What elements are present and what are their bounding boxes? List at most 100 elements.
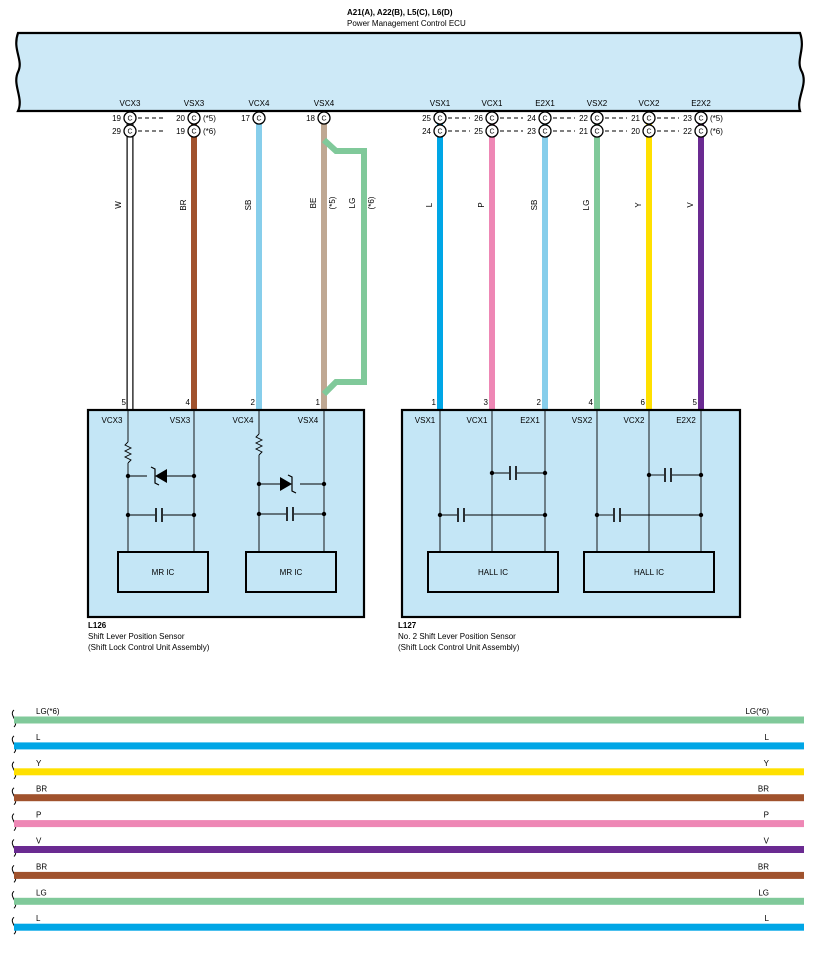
terminal-letter: C	[698, 116, 703, 123]
legend-bar-label-left: BR	[36, 862, 47, 871]
ecu-pin-number: 29	[112, 127, 121, 136]
terminal-vcx1-a	[485, 111, 499, 125]
sensor-l127-circuit-2	[596, 411, 702, 552]
ecu-pin-label-vsx4: VSX4	[314, 99, 335, 108]
terminal-vcx2-b	[642, 124, 656, 138]
legend-bar-label-right: LG	[758, 888, 769, 897]
legend-bar	[14, 871, 804, 879]
terminal-letter: C	[594, 116, 599, 123]
legend-bar-label-right: BR	[758, 862, 769, 871]
legend-bar	[14, 846, 804, 853]
zener-diode-icon	[280, 477, 292, 491]
terminal-vcx3-a	[123, 111, 137, 125]
ecu-pin-label-vsx1: VSX1	[430, 99, 451, 108]
ecu-pin-label-e2x1: E2X1	[535, 99, 555, 108]
terminal-e2x1-b	[538, 124, 552, 138]
wire-code-vcx4: SB	[244, 200, 253, 211]
wire-code-e2x1: SB	[530, 200, 539, 211]
terminal-letter: C	[698, 129, 703, 136]
sensor-pin-label: E2X2	[676, 416, 696, 425]
ecu-pin-label-vcx3: VCX3	[120, 99, 141, 108]
zener-diode-icon	[150, 466, 160, 486]
ecu-pin-label-vcx4: VCX4	[249, 99, 270, 108]
sensor-l126: 5 4 2 1 VCX3 VSX3 VCX4 VSX4	[86, 398, 366, 652]
sensor-pin-number: 5	[693, 398, 698, 407]
terminal-letter: C	[542, 129, 547, 136]
sensor-pin-label: E2X1	[520, 416, 540, 425]
ic-box	[427, 551, 559, 593]
wire-code-e2x2: V	[686, 202, 695, 208]
sensor-pin-number: 5	[122, 398, 127, 407]
sensor-pin-number: 1	[316, 398, 321, 407]
wire-codes: W BR SB BE (*5) LG (*6) L P SB LG Y V	[114, 196, 695, 210]
legend-bar-label-right: LG(*6)	[745, 707, 769, 716]
terminal-letter: C	[191, 129, 196, 136]
terminal-letter: C	[489, 116, 494, 123]
terminal-letter: C	[437, 116, 442, 123]
sensor-l126-circuit-2	[254, 411, 325, 552]
terminal-letter: C	[646, 116, 651, 123]
terminal-vcx2-a	[642, 111, 656, 125]
sensor-pin-number: 4	[589, 398, 594, 407]
ecu-pin-number: 23	[527, 127, 536, 136]
ecu-pin-number: 19	[112, 114, 121, 123]
terminal-e2x2-a	[694, 111, 708, 125]
terminal-letter: C	[256, 116, 261, 123]
ecu-note-plus5: (*5)	[203, 114, 216, 123]
terminal-vcx1-b	[485, 124, 499, 138]
legend-bar-label-left: LG	[36, 888, 47, 897]
ecu-pin-label-vsx2: VSX2	[587, 99, 608, 108]
sensor-pin-label: VSX3	[170, 416, 191, 425]
terminal-vsx2-a	[590, 111, 604, 125]
wire-vsx4-lg	[321, 137, 367, 397]
sensor-pin-number: 3	[484, 398, 489, 407]
terminal-e2x1-a	[538, 111, 552, 125]
wire-code-vsx3: BR	[179, 199, 188, 210]
sensor-pin-label: VCX3	[102, 416, 123, 425]
sensor-pin-label: VCX2	[624, 416, 645, 425]
ecu-pin-number: 25	[474, 127, 483, 136]
wire-code-vsx4-be: BE	[309, 198, 318, 209]
ic-label: HALL IC	[634, 568, 664, 577]
terminal-vsx4	[317, 111, 331, 125]
sensor-pin-number: 6	[641, 398, 646, 407]
terminal-letter: C	[321, 116, 326, 123]
legend-bar	[14, 716, 804, 724]
terminal-vsx1-b	[433, 124, 447, 138]
ecu-note-plus6: (*6)	[203, 127, 216, 136]
wire-code-vcx3: W	[114, 201, 123, 209]
wire-note-vsx4-be: (*5)	[328, 196, 337, 209]
legend-bar	[14, 742, 804, 750]
wire-code-vsx1: L	[425, 202, 434, 207]
legend-bar-row: LG LG	[11, 888, 804, 909]
wire-code-vsx2: LG	[582, 200, 591, 211]
terminal-letter: C	[127, 129, 132, 136]
ecu-pin-label-e2x2: E2X2	[691, 99, 711, 108]
ic-box	[117, 551, 209, 593]
sensor-l127-assembly: (Shift Lock Control Unit Assembly)	[398, 643, 520, 652]
sensor-pin-label: VSX4	[298, 416, 319, 425]
terminal-letter: C	[489, 129, 494, 136]
legend-bar-label-right: Y	[764, 759, 770, 768]
ecu-pin-number: 21	[631, 114, 640, 123]
terminal-vsx1-a	[433, 111, 447, 125]
ecu-pin-number: 26	[474, 114, 483, 123]
ecu-pin-label-vcx1: VCX1	[482, 99, 503, 108]
terminal-vsx3-b	[187, 124, 201, 138]
sensor-l127-id: L127	[398, 621, 417, 630]
legend-bar-label-left: V	[36, 837, 42, 846]
legend-bar	[14, 820, 804, 828]
ecu-pin-label-vsx3: VSX3	[184, 99, 205, 108]
legend-bar-label-left: L	[36, 733, 41, 742]
wire-note-vsx4-lg: (*6)	[367, 196, 376, 209]
ecu-pin-number: 17	[241, 114, 250, 123]
sensor-pin-label: VCX1	[467, 416, 488, 425]
ecu-pin-label-vcx2: VCX2	[639, 99, 660, 108]
legend-bar-label-left: BR	[36, 785, 47, 794]
ecu-pin-number: 22	[683, 127, 692, 136]
terminal-vsx2-b	[590, 124, 604, 138]
